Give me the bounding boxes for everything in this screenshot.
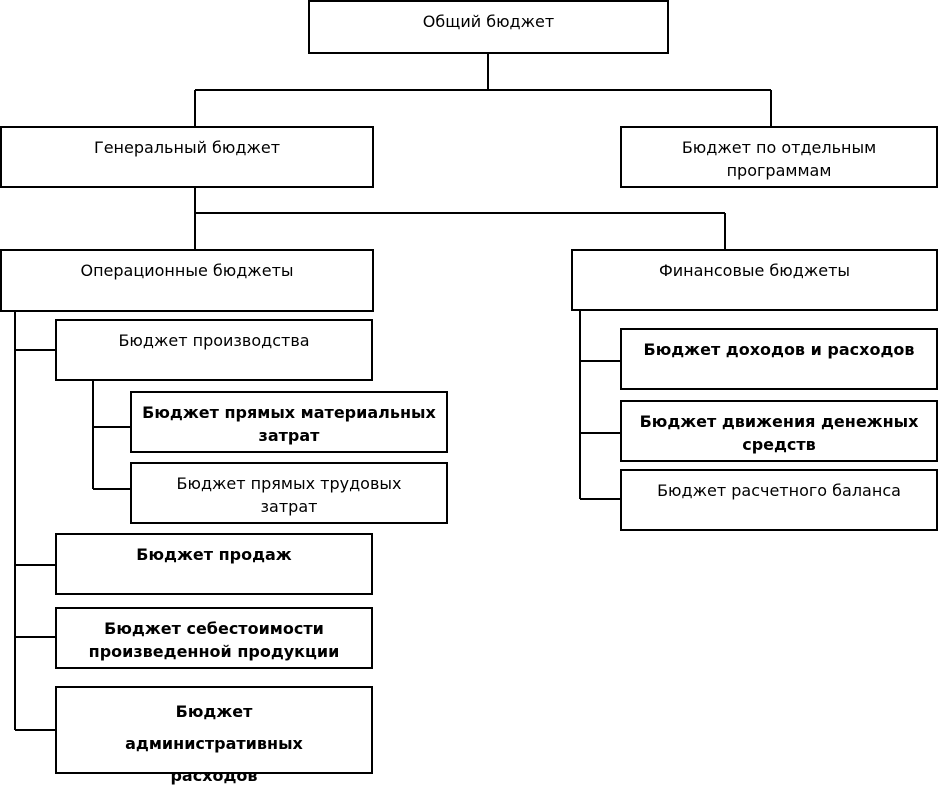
node-cash-flow-budget: Бюджет движения денежных средств: [620, 400, 938, 462]
node-sales-budget: Бюджет продаж: [55, 533, 373, 595]
node-programs-budget: Бюджет по отдельным программам: [620, 126, 938, 188]
node-direct-materials-budget: Бюджет прямых материальных затрат: [130, 391, 448, 453]
node-operational-budgets: Операционные бюджеты: [0, 249, 374, 312]
node-financial-budgets: Финансовые бюджеты: [571, 249, 938, 311]
node-general-budget: Генеральный бюджет: [0, 126, 374, 188]
node-production-budget: Бюджет производства: [55, 319, 373, 381]
node-balance-budget: Бюджет расчетного баланса: [620, 469, 938, 531]
node-root: Общий бюджет: [308, 0, 669, 54]
node-cost-of-goods-budget: Бюджет себестоимости произведенной проду…: [55, 607, 373, 669]
connector-lines: [14, 54, 772, 731]
node-administrative-budget: Бюджет административных расходов: [55, 686, 373, 785]
node-income-expense-budget: Бюджет доходов и расходов: [620, 328, 938, 390]
node-direct-labor-budget: Бюджет прямых трудовых затрат: [130, 462, 448, 524]
